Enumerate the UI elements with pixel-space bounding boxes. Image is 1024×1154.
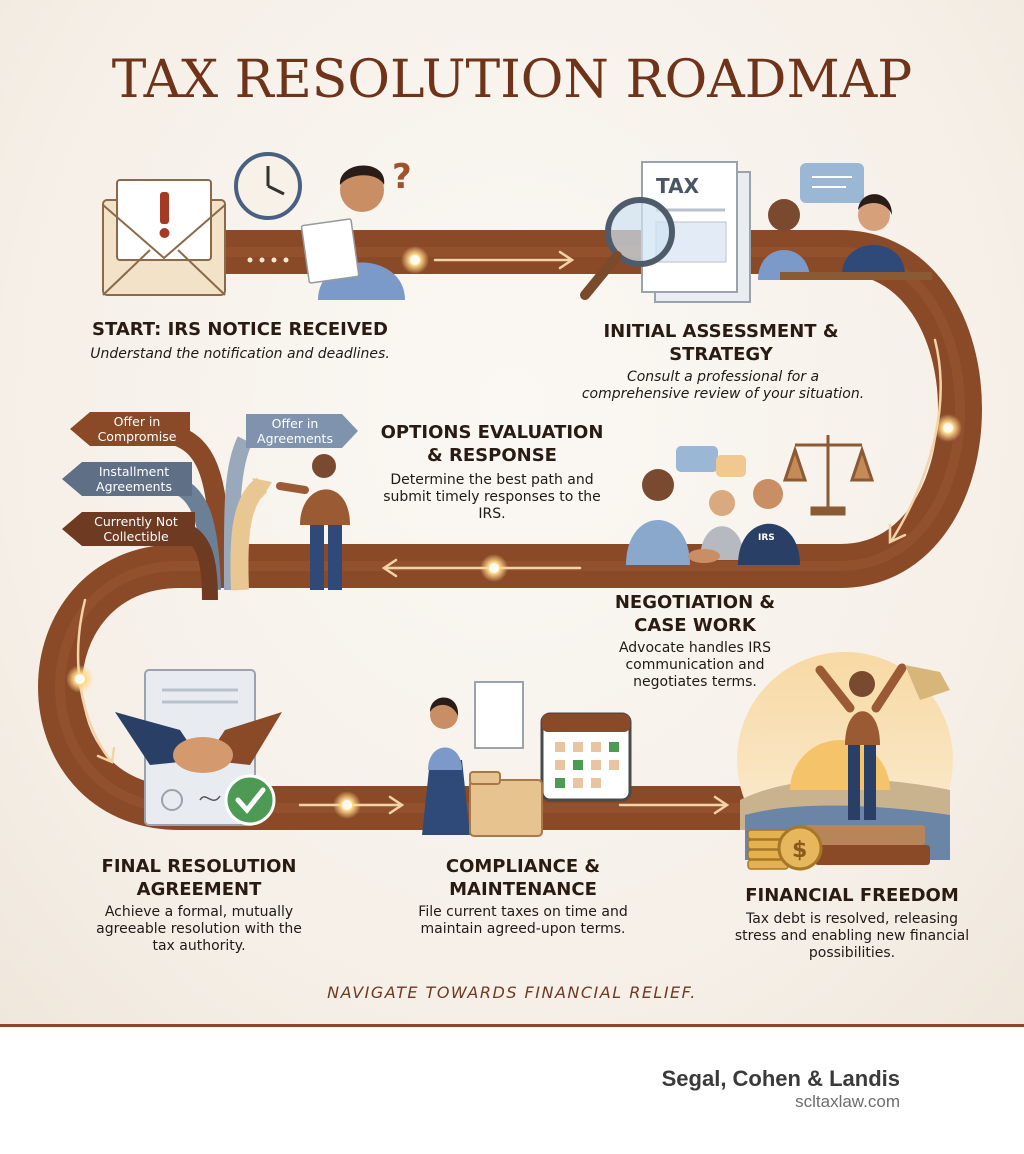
sign-installment-shape (62, 462, 192, 496)
handshake-icon (115, 712, 282, 773)
step-description: Consult a professional for a comprehensi… (581, 369, 865, 402)
sign-agreements-shape (246, 414, 358, 448)
step-description: Advocate handles IRS communication and n… (618, 640, 772, 690)
sunrise-landscape-icon (737, 652, 953, 868)
svg-text:?: ? (392, 157, 412, 197)
page-title: TAX RESOLUTION ROADMAP (111, 50, 913, 110)
firm-branding: Segal, Cohen & Landis scltaxlaw.com (662, 1066, 900, 1112)
step-description: File current taxes on time and maintain … (418, 904, 628, 937)
option-offer-in-compromise: Offer in Compromise (97, 414, 177, 444)
scales-of-justice-icon (782, 435, 875, 516)
calendar-icon (540, 712, 632, 802)
option-currently-not-collectible: Currently Not Collectible (94, 514, 178, 544)
step-description: Tax debt is resolved, releasing stress a… (734, 911, 970, 961)
consultation-icon (758, 163, 932, 280)
warning-envelope-icon (102, 179, 226, 296)
option-signs (62, 412, 358, 546)
check-badge-icon (224, 774, 276, 826)
step-heading: START: IRS NOTICE RECEIVED (91, 319, 388, 340)
step-heading: COMPLIANCE & MAINTENANCE (445, 856, 601, 900)
tax-document-label: TAX (656, 174, 700, 198)
tagline: NAVIGATE TOWARDS FINANCIAL RELIEF. (327, 983, 697, 1002)
footer-divider (0, 1024, 1024, 1027)
option-installment-agreements: Installment Agreements (96, 464, 172, 494)
roadmap-illustration: ? TAX (38, 152, 982, 871)
pointing-person-icon (276, 454, 350, 590)
sign-cnc-shape (62, 512, 195, 546)
waypoint-glows (66, 246, 962, 819)
dotted-path (247, 257, 289, 263)
step-description: Determine the best path and submit timel… (383, 472, 601, 522)
worried-person-icon: ? (300, 157, 412, 300)
step-heading: NEGOTIATION & CASE WORK (614, 592, 776, 636)
footer (0, 1027, 1024, 1154)
magnifying-glass-icon (580, 197, 675, 300)
roadmap-road (38, 230, 982, 830)
branch-road-cream (230, 477, 268, 591)
irs-badge-label: IRS (758, 533, 775, 543)
celebrating-person-icon (815, 663, 950, 820)
step-description: Achieve a formal, mutually agreeable res… (96, 904, 302, 954)
firm-website[interactable]: scltaxlaw.com (795, 1092, 900, 1111)
step-heading: FINAL RESOLUTION AGREEMENT (101, 856, 297, 900)
step-description: Understand the notification and deadline… (90, 346, 390, 362)
step-heading: OPTIONS EVALUATION & RESPONSE (380, 422, 604, 466)
step-heading: FINANCIAL FREEDOM (745, 885, 959, 906)
sign-compromise-shape (70, 412, 190, 446)
svg-text:$: $ (792, 838, 807, 863)
folder-icon (469, 771, 543, 837)
firm-name: Segal, Cohen & Landis (661, 1066, 900, 1091)
option-offer-in-agreements: Offer in Agreements (257, 416, 333, 446)
books-and-coins-icon: $ (747, 825, 930, 871)
compliance-person-icon (422, 681, 524, 835)
step-heading: INITIAL ASSESSMENT & STRATEGY (603, 321, 839, 365)
clock-icon (234, 152, 302, 220)
negotiation-icon: IRS (626, 446, 800, 565)
